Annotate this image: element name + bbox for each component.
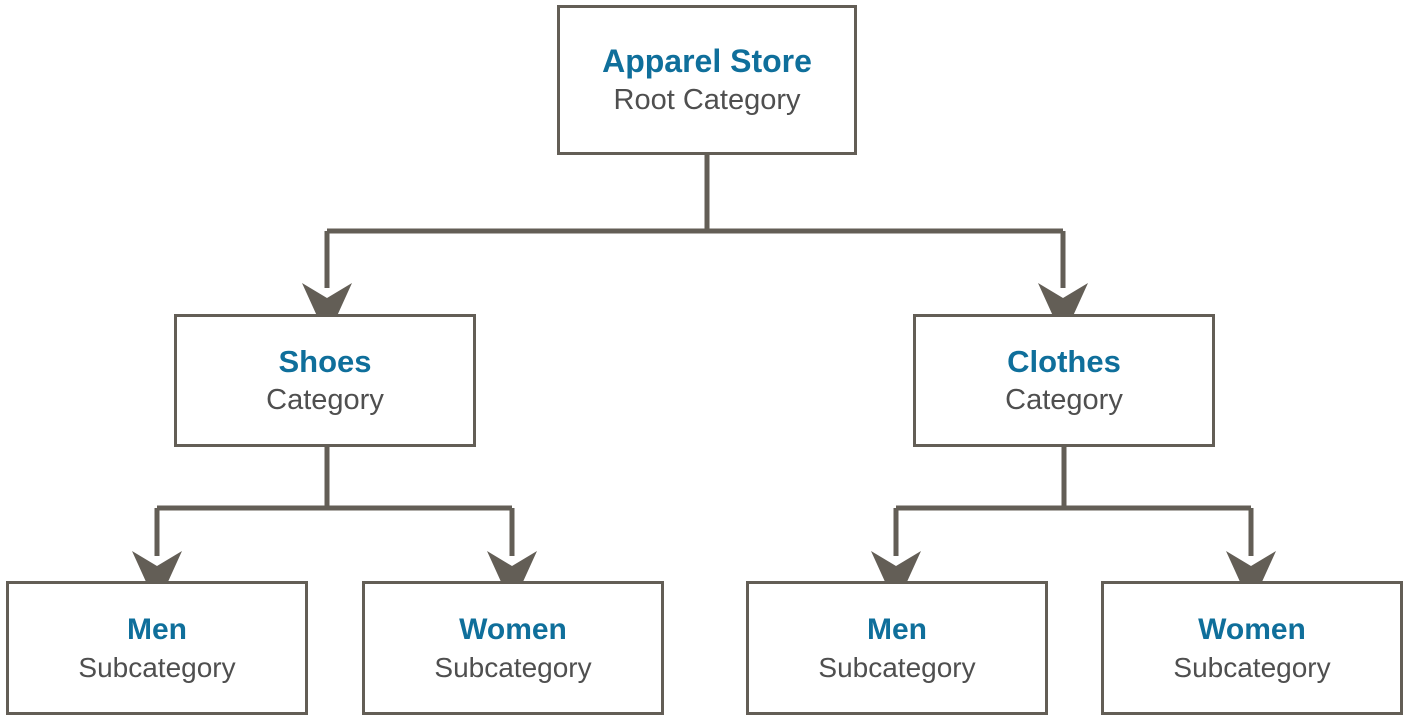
node-shoes-women[interactable]: Women Subcategory <box>362 581 664 715</box>
node-title: Men <box>127 612 187 646</box>
node-subtitle: Subcategory <box>1173 651 1331 683</box>
node-clothes-women[interactable]: Women Subcategory <box>1101 581 1403 715</box>
node-title: Apparel Store <box>602 43 812 79</box>
node-title: Men <box>867 612 927 646</box>
node-subtitle: Category <box>266 384 384 416</box>
node-shoes[interactable]: Shoes Category <box>174 314 476 447</box>
node-clothes-men[interactable]: Men Subcategory <box>746 581 1048 715</box>
node-root-apparel-store[interactable]: Apparel Store Root Category <box>557 5 857 155</box>
node-title: Clothes <box>1007 344 1121 379</box>
node-title: Shoes <box>278 344 372 379</box>
node-shoes-men[interactable]: Men Subcategory <box>6 581 308 715</box>
node-subtitle: Subcategory <box>818 651 976 683</box>
node-subtitle: Subcategory <box>78 651 236 683</box>
node-subtitle: Subcategory <box>434 651 592 683</box>
node-title: Women <box>459 612 567 646</box>
node-clothes[interactable]: Clothes Category <box>913 314 1215 447</box>
node-subtitle: Category <box>1005 384 1123 416</box>
node-subtitle: Root Category <box>613 84 801 116</box>
node-title: Women <box>1198 612 1306 646</box>
